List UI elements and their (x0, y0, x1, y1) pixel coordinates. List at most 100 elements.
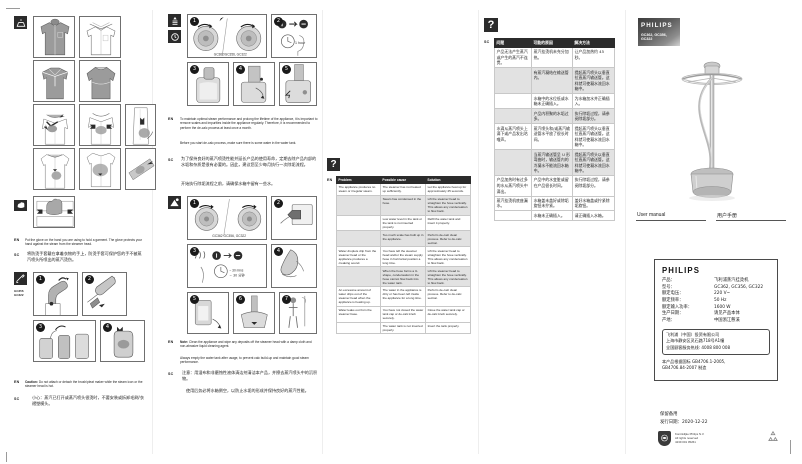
step-empty-tank: 5 (187, 292, 229, 334)
cell-problem: 产品无法产生蒸汽或产生的蒸汽不连贯。 (494, 46, 532, 69)
decalc-note2-sc-lang: SC (168, 372, 174, 376)
hanging-garment-icon (14, 16, 27, 29)
garment-caption-en-lang: EN (14, 238, 20, 242)
troubleshooting-table-cn: 问题 可能的原因 解决方法 产品无法产生蒸汽或产生的蒸汽不连贯。蒸汽挂烫机未充分… (494, 38, 615, 221)
philips-logo-block (638, 18, 680, 46)
brush-caution-sc-title: 小心： (32, 395, 45, 400)
table-row: Low water level in the tank or the tank … (336, 214, 471, 232)
question-mark-icon-cn: ? (484, 18, 498, 32)
issue-row: 发行日期：2020-12-22 (660, 420, 708, 427)
table-row: When the hose forms a U-shape, condensat… (336, 266, 471, 287)
spec-value: GC362, GC356, GC322 (714, 284, 764, 290)
panel-cover: PHILIPS GC362, GC356, GC322 (632, 14, 792, 250)
step-badge-5: 5 (282, 65, 291, 74)
decalc-note2-en2: Always empty the water tank after usage,… (180, 356, 309, 365)
step-wait-drain: 5 (279, 62, 317, 106)
step-badge-1: 1 (36, 275, 45, 284)
decalc-note-sc: 为了保持良好的蒸汽喷烫性能并延长产品的使用寿命，定期去除产品内部的水垢和杂质是很… (181, 156, 317, 168)
brush-caution-text: Do not attach or detach the brush/pleat … (25, 380, 143, 389)
cell-cause: 有蒸汽凝结在输送管内。 (531, 67, 573, 95)
spec-value: 220 V~ (714, 291, 731, 297)
spec-key: 型号： (662, 284, 675, 290)
table-row: 水滴从蒸汽喷头上滴下或产品发出咕噜声。蒸汽喷头和/或蒸汽输送管水平放了很长时间。… (494, 123, 615, 151)
cell-cause: 产品中的水变脏或留在产品很长时间。 (531, 175, 573, 197)
spec-key: 额定输入功率： (662, 304, 693, 310)
cell-cause: You have not closed the water tank cap o… (380, 305, 426, 323)
table-row: An excessive amount of water drips out o… (336, 286, 471, 307)
tile-steam-sleeve-side (125, 104, 156, 146)
step-badge-4: 4 (103, 323, 112, 332)
spec-value: 中国浙江慈溪 (714, 317, 740, 323)
step-unplug-socket: 2 (271, 196, 317, 240)
cell-solution: 执行除垢过程，请参阅除垢部分。 (572, 108, 615, 125)
de-calc-icon (168, 196, 181, 209)
cell-cause: The steamer has not heated up sufficient… (380, 183, 426, 196)
step-fill-water-tank: 3 (187, 62, 229, 106)
table-row: 有蒸汽凝结在输送管内。提起蒸汽喷头以垂直拉直蒸汽输送管。这样就可使凝水流回水箱中… (494, 67, 615, 95)
spec-box: PHILIPS 产品：飞利浦蒸汽挂烫机 型号：GC362, GC356, GC3… (654, 259, 778, 381)
panel-brush-attachment: GC356 GC322 1 2 3 (14, 272, 146, 372)
spec-key: 额定电压： (662, 291, 684, 297)
spec-key: 产品： (662, 278, 675, 283)
cell-problem: An excessive amount of water drips out o… (336, 286, 381, 307)
cell-solution: Close the water tank cap or de-calc knob… (425, 305, 471, 323)
glove-icon (14, 200, 27, 211)
cell-solution: 提起蒸汽喷头以垂直拉直蒸汽输送管。这样就可使凝水流回水箱中。 (572, 149, 615, 177)
spec-value: 请见产品本体 (714, 311, 740, 317)
step-brush-garment: 2 (82, 272, 127, 316)
decalc-note2-sc2: 使用后务必将水箱倒空，以防止水垢的形成并保持良好的蒸汽性能。 (186, 388, 309, 393)
decalc-note2-text: Clean the appliance and wipe any deposit… (180, 340, 312, 349)
product-image-steamer (650, 52, 774, 202)
cell-cause: Too much scale has built up in the appli… (380, 230, 426, 248)
step-badge-2: 2 (85, 275, 94, 284)
cell-problem (336, 214, 381, 232)
manual-line-cn (716, 220, 786, 221)
fold-guide-2 (322, 10, 323, 454)
col-cause-cn: 可能的原因 (531, 38, 573, 48)
garment-caption-sc-lang: SC (14, 253, 20, 257)
brush-attachment-icon (14, 272, 27, 285)
cell-solution: 盖好水箱盖或拧紧除垢旋钮。 (572, 195, 615, 212)
brush-caution-en-lang: EN (14, 380, 20, 384)
crop-mark-br (790, 440, 791, 454)
step-descaling-agent: 4 (233, 62, 275, 106)
tile-shirt-collar-outline (79, 16, 121, 58)
cell-problem (494, 108, 532, 125)
table-row: 产品内积聚的水垢过多。执行除垢过程，请参阅除垢部分。 (494, 108, 615, 125)
cell-solution: 执行除垢过程，请参阅除垢部分。 (572, 175, 615, 197)
col-solution-en: Solution (425, 176, 471, 184)
table-row: 水箱中的水位低或水箱未正确插入。为水箱加水并正确插入。 (494, 93, 615, 110)
decalc-note2-en-lang: EN (168, 340, 174, 344)
crop-mark-bl (6, 452, 7, 462)
troubleshoot-en-lang: EN (327, 178, 333, 182)
decalc-note2-sc-text: 用湿布和非磨蚀性液体清洁剂清洁本产品，并擦去蒸汽喷头中的沉积物。 (182, 370, 318, 382)
cell-problem (336, 266, 381, 287)
step-switch-on-off: 2 1 hour (271, 14, 317, 58)
cell-cause: The water tank is not inserted properly. (380, 321, 426, 335)
spec-row: 额定电压： 220 V~ (662, 291, 770, 298)
step-dial-settings: 1 GC362/GC356, GC322 (187, 14, 267, 58)
tile-tank-top-back (33, 60, 75, 102)
svg-text:~ 30 mins: ~ 30 mins (229, 268, 243, 272)
cell-solution: Perform de-calc clean process. Refer to … (425, 286, 471, 307)
cell-solution: Perform de-calc clean process. Refer to … (425, 230, 471, 248)
step-badge-2: 2 (274, 199, 283, 208)
cell-problem: The appliance produces no steam or irreg… (336, 183, 381, 196)
footer-company: Koninklijke Philips N.V. All rights rese… (675, 432, 705, 444)
brush-caution-sc-lang: SC (14, 397, 20, 401)
cell-solution: Lift the steamer head to straighten the … (425, 266, 471, 287)
cell-problem (494, 93, 532, 110)
spec-value: 1600 W (714, 304, 731, 310)
cell-solution: Refill the water tank and insert it prop… (425, 214, 471, 232)
manual-label-en: User manual (637, 212, 666, 218)
temperature-dial-icon (168, 30, 181, 43)
spec-row: 额定输入功率： 1600 W (662, 305, 770, 312)
cell-cause: 当蒸汽输送管呈 U 形弯曲时，输送管内的冷凝水不能流回水箱中。 (531, 149, 573, 177)
garment-caption-en: Put the glove on the hand you are using … (25, 238, 143, 247)
step-badge-3: 3 (190, 247, 199, 256)
table-row: Water leaks out from the steamer base.Yo… (336, 305, 471, 323)
panel-decalc-steps: 1 GC362 GC356, GC322 2 (168, 196, 318, 336)
cell-solution: Lift the steamer head to straighten the … (425, 194, 471, 216)
step-badge-7: 7 (282, 295, 291, 304)
